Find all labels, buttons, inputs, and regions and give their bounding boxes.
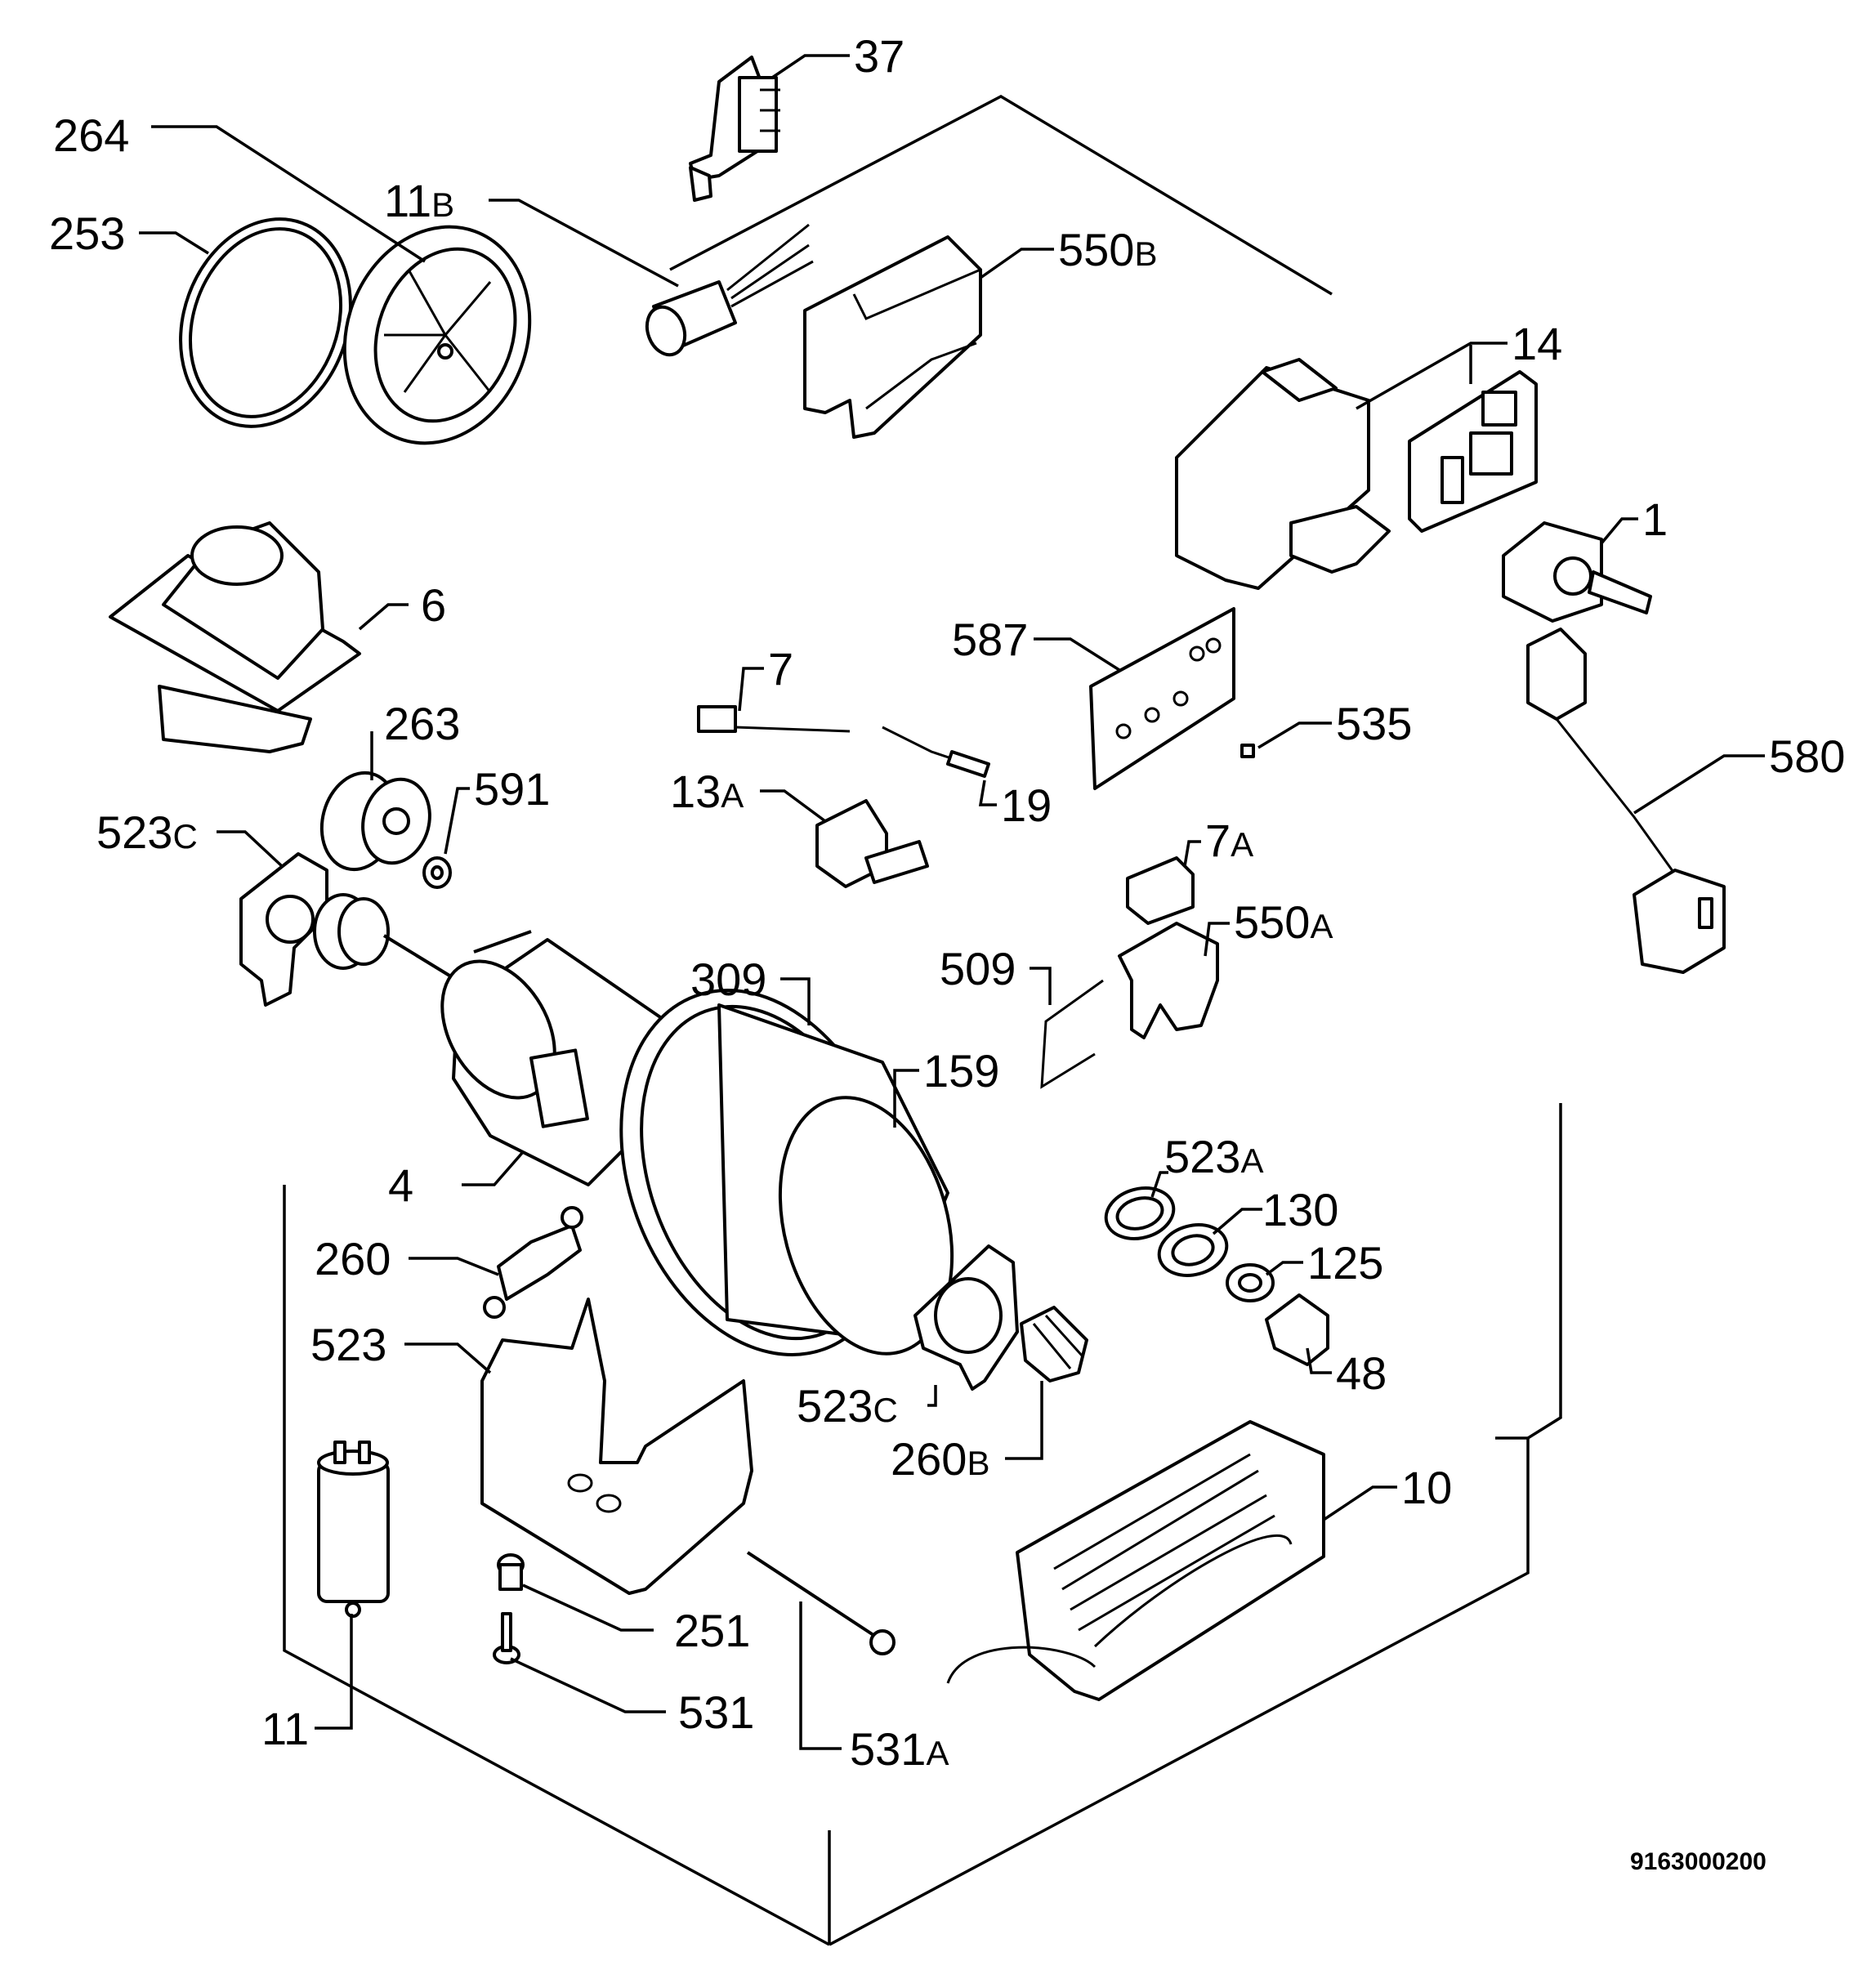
part-550b-air-duct xyxy=(803,235,982,439)
part-523-motor-cradle xyxy=(480,1298,753,1595)
part-7a-switch xyxy=(1126,856,1195,925)
part-19-sensor xyxy=(882,726,990,778)
label-509: 509 xyxy=(940,943,1016,994)
part-motor-shaft-pulley xyxy=(313,893,459,982)
label-11b: 11B xyxy=(384,175,454,226)
part-531a-bolt xyxy=(746,1551,896,1655)
part-550a-bracket xyxy=(1118,922,1219,1039)
part-125-bearing xyxy=(1226,1263,1275,1302)
label-531a: 531A xyxy=(850,1723,949,1775)
label-11: 11 xyxy=(261,1703,309,1754)
label-13a: 13A xyxy=(670,766,744,817)
label-4: 4 xyxy=(388,1159,413,1211)
part-159-drum-fan xyxy=(619,989,954,1356)
part-37-connector-bracket xyxy=(689,56,780,202)
part-523c-bearing-bracket-top xyxy=(239,852,328,1007)
part-251-rubber-foot xyxy=(497,1553,525,1591)
label-1: 1 xyxy=(1642,494,1668,545)
part-531-screw xyxy=(493,1612,520,1664)
part-labels: 37 264 11B 253 550B 14 1 6 587 7 263 535… xyxy=(49,30,1845,1775)
frame-lines xyxy=(283,94,1562,1946)
part-14-electronic-module xyxy=(1175,358,1538,590)
part-535-clip xyxy=(1240,744,1255,758)
label-14: 14 xyxy=(1512,318,1562,369)
label-263: 263 xyxy=(384,698,460,749)
label-125: 125 xyxy=(1307,1237,1383,1289)
label-523c-top: 523C xyxy=(96,806,198,858)
label-253: 253 xyxy=(49,208,125,259)
part-11b-capacitor xyxy=(645,223,814,357)
part-1-timer-switch xyxy=(1502,521,1652,623)
label-264: 264 xyxy=(53,109,129,161)
part-260-spring xyxy=(483,1206,583,1319)
label-37: 37 xyxy=(854,30,904,82)
part-580-pressure-switch xyxy=(1526,628,1726,974)
part-509-wire xyxy=(1040,979,1104,1089)
drawing-code: 9163000200 xyxy=(1630,1848,1767,1875)
part-253-drive-belt xyxy=(179,217,352,428)
label-7: 7 xyxy=(768,643,793,695)
label-523: 523 xyxy=(310,1319,386,1370)
label-10: 10 xyxy=(1401,1462,1452,1513)
part-10-heater xyxy=(946,1420,1325,1701)
part-130-seal xyxy=(1157,1223,1229,1277)
label-309: 309 xyxy=(690,954,766,1005)
part-13a-connector xyxy=(815,799,929,888)
label-550a: 550A xyxy=(1234,896,1333,948)
label-587: 587 xyxy=(952,614,1028,665)
part-523a-bearing-plate xyxy=(1104,1186,1176,1240)
label-535: 535 xyxy=(1336,698,1412,749)
label-6: 6 xyxy=(421,579,446,631)
part-523c-bearing-bracket-bottom xyxy=(913,1244,1019,1391)
label-251: 251 xyxy=(674,1605,750,1656)
label-48: 48 xyxy=(1336,1347,1387,1399)
part-7-microswitch xyxy=(697,705,851,733)
part-591-washer xyxy=(422,856,452,889)
label-260b: 260B xyxy=(891,1433,989,1485)
part-264-fan-wheel xyxy=(342,225,532,445)
label-523c-bottom: 523C xyxy=(797,1380,898,1432)
label-7a: 7A xyxy=(1205,815,1253,866)
label-19: 19 xyxy=(1001,779,1052,831)
label-130: 130 xyxy=(1262,1184,1338,1235)
label-580: 580 xyxy=(1769,730,1845,782)
part-11-capacitor xyxy=(317,1441,390,1618)
part-263-pulley xyxy=(319,771,431,872)
label-260: 260 xyxy=(315,1233,391,1284)
label-159: 159 xyxy=(923,1045,999,1097)
label-550b: 550B xyxy=(1058,224,1157,275)
leader-lines xyxy=(139,54,1765,1750)
label-523a: 523A xyxy=(1164,1131,1263,1182)
part-6-pump xyxy=(109,521,361,753)
part-587-circuit-board xyxy=(1089,607,1235,790)
part-48-shaft-end xyxy=(1265,1293,1329,1366)
part-260b-spring xyxy=(1020,1306,1088,1383)
label-591: 591 xyxy=(474,763,550,815)
label-531: 531 xyxy=(678,1686,754,1738)
